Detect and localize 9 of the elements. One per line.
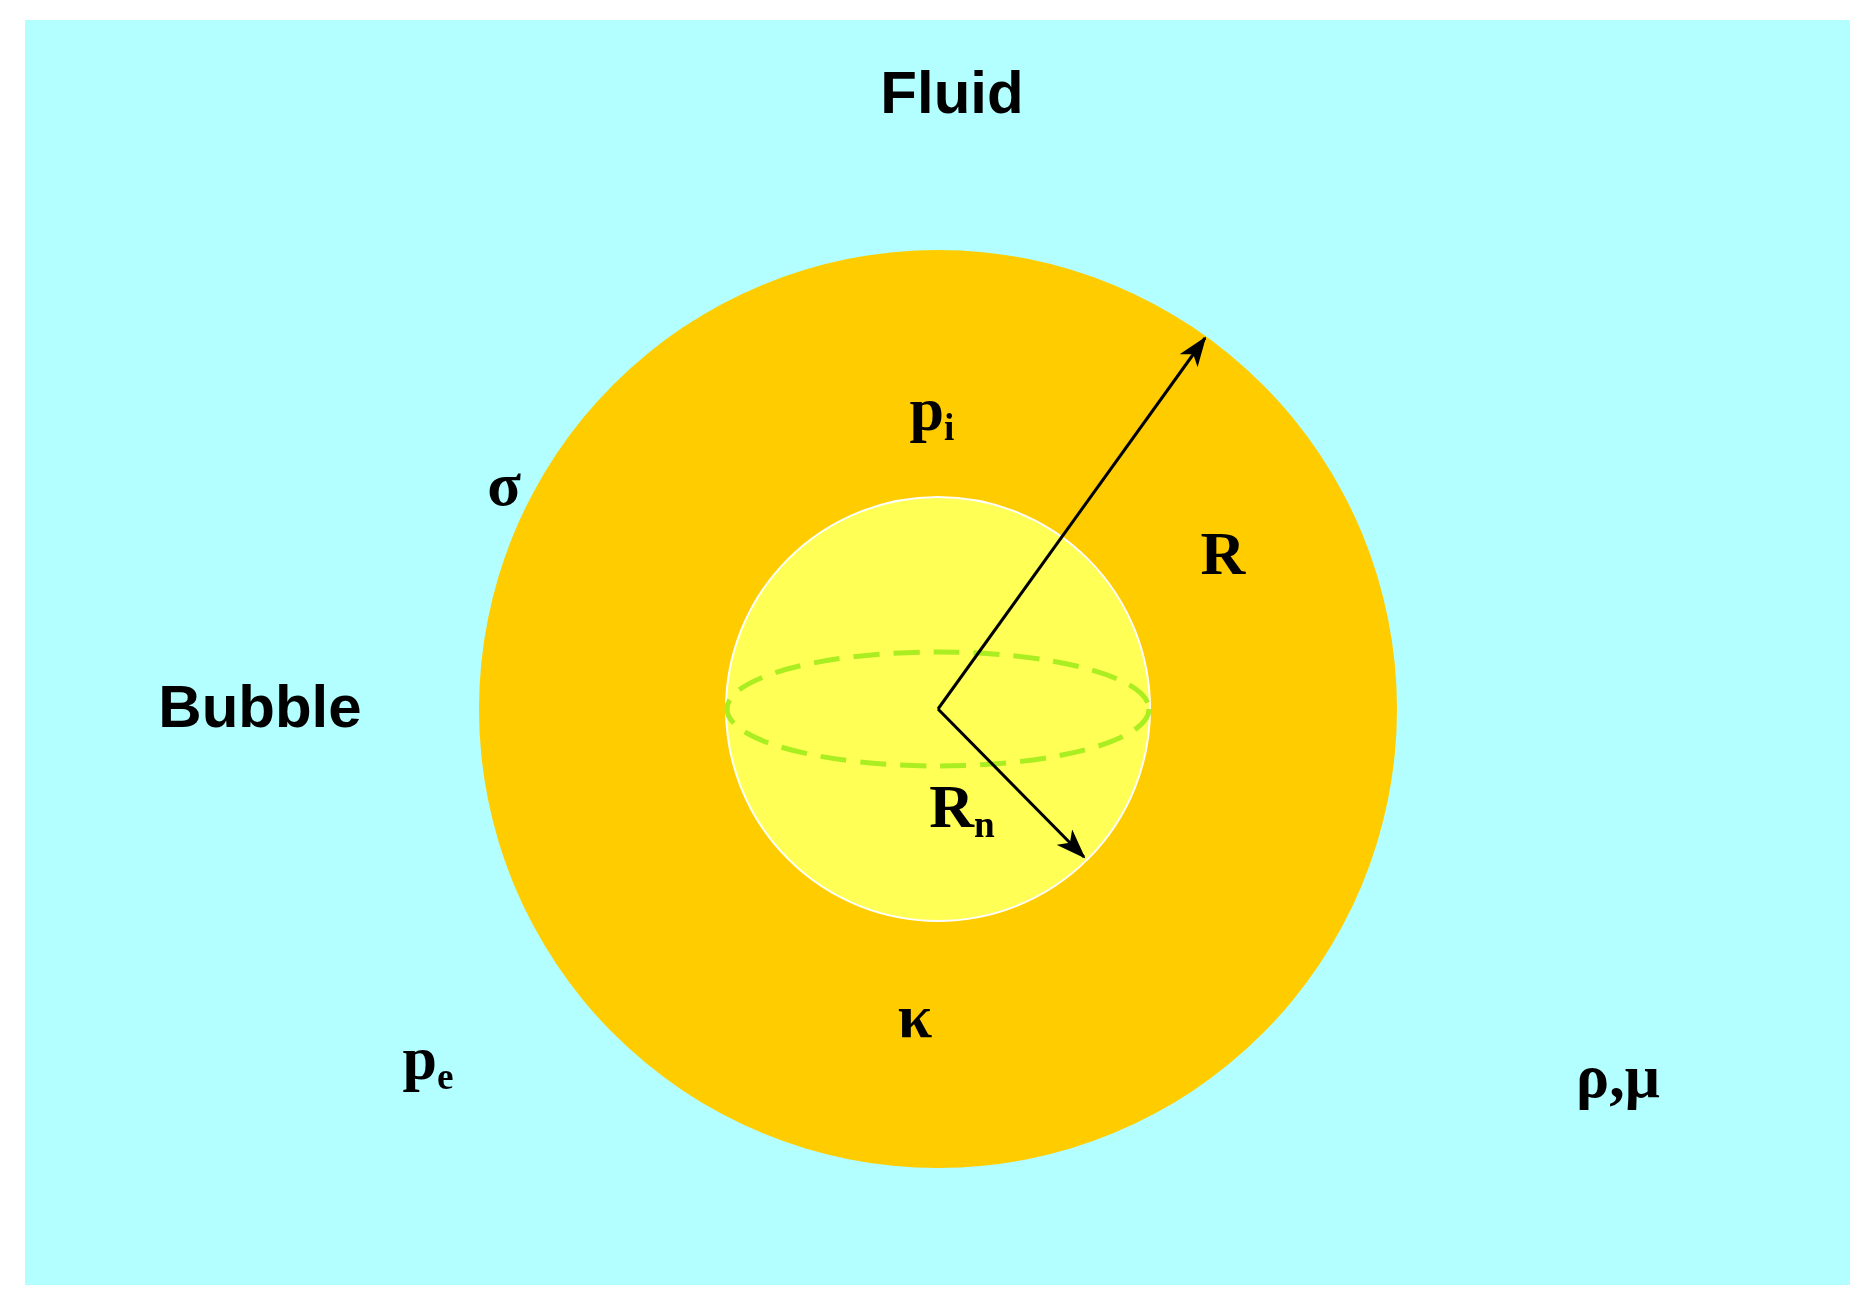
- fluid-region: [25, 20, 1850, 1285]
- tension-symbol: σ: [487, 453, 521, 515]
- radius-symbol: R$_{n}$: [929, 775, 995, 843]
- pressure-symbol: p$_{i}$: [909, 378, 955, 446]
- region-title: Fluid: [880, 63, 1024, 123]
- radius-symbol: R: [1200, 522, 1246, 584]
- kappa-symbol: κ: [897, 985, 933, 1047]
- pressure-symbol: p$_{e}$: [402, 1027, 454, 1095]
- bubble-label: Bubble: [158, 677, 362, 737]
